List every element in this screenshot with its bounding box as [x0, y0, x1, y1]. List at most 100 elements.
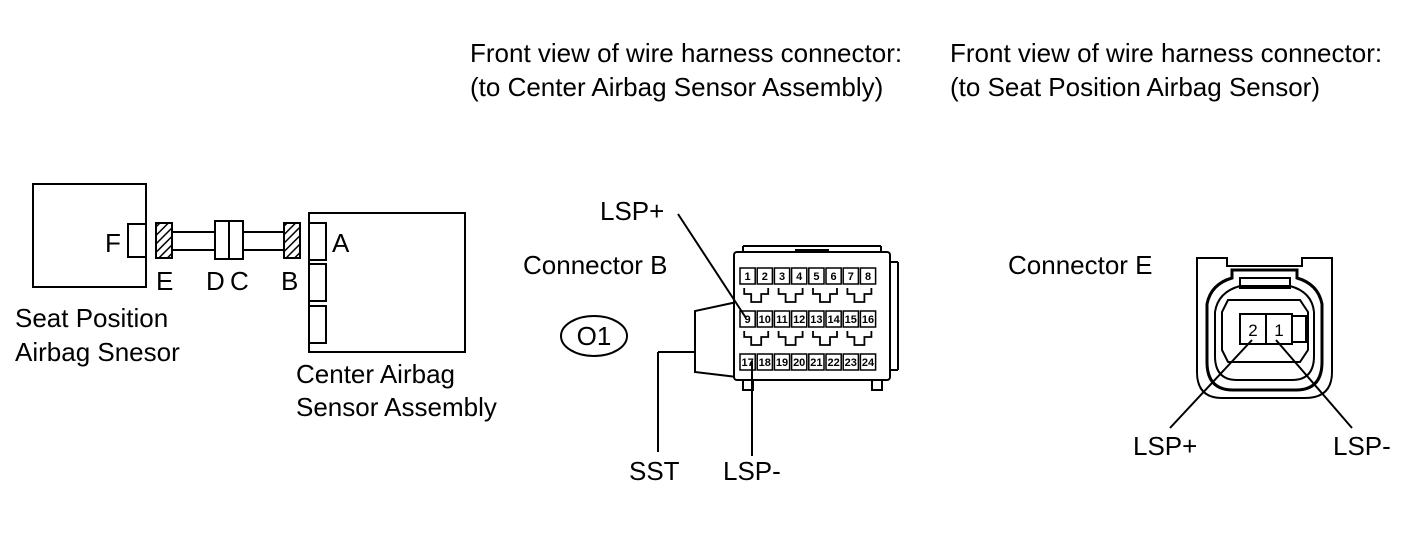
connector-e-title: Connector E [1008, 250, 1153, 280]
o1-badge-label: O1 [577, 321, 612, 351]
connector-e-plug [155, 222, 173, 259]
connector-b-lsp-plus-label: LSP+ [600, 196, 664, 226]
connector-b-pin-cell [842, 353, 860, 371]
center-sensor-terminal-2 [308, 263, 327, 302]
connector-b-pin-label: 6 [831, 271, 837, 283]
connector-e-seal [1205, 268, 1324, 392]
letter-b: B [281, 266, 298, 296]
connector-b-pin-cell [842, 267, 860, 285]
letter-f: F [105, 228, 121, 258]
connector-b-pin-label: 11 [776, 314, 788, 326]
connector-b-pin-label: 14 [827, 314, 840, 326]
connector-b-latches [743, 288, 873, 346]
connector-b-pin-label: 2 [762, 271, 768, 283]
connector-b-pin-cell [773, 310, 791, 328]
connector-b-pin-cell [756, 267, 774, 285]
connector-e-lsp-plus-label: LSP+ [1133, 431, 1197, 461]
connector-a-terminal [308, 222, 327, 261]
connector-b-pin-label: 12 [793, 314, 805, 326]
letter-c: C [230, 266, 249, 296]
connector-b-pin-label: 9 [745, 314, 751, 326]
connector-b-latch [743, 288, 770, 303]
seat-sensor-label-line1: Seat Position [15, 303, 168, 333]
letter-e: E [156, 266, 173, 296]
connector-b-pin-label: 20 [793, 357, 805, 369]
sst-label: SST [629, 456, 680, 486]
center-sensor-label-line2: Sensor Assembly [296, 392, 497, 422]
connector-b-pin-label: 8 [865, 271, 871, 283]
connector-e-face [1221, 299, 1309, 363]
connector-b-pin-cell [825, 310, 842, 328]
center-connector-title-line1: Front view of wire harness connector: [470, 38, 902, 68]
connector-e-lsp-plus-leader [1169, 339, 1253, 429]
connector-b-pin-label: 7 [848, 271, 854, 283]
o1-badge [560, 315, 628, 357]
connector-b-lsp-minus-label: LSP- [723, 456, 781, 486]
connector-e-pin-1-label: 1 [1274, 321, 1283, 340]
connector-e-lsp-minus-label: LSP- [1333, 431, 1391, 461]
connector-b-pin-cell [756, 353, 774, 371]
connector-b-latch [812, 288, 838, 303]
connector-b-pin-cell [790, 310, 808, 328]
connector-b-pin-cell [808, 353, 825, 371]
connector-e-inner [1214, 285, 1315, 381]
connector-b-pin-cell [773, 267, 791, 285]
connector-b-row-2: 9 10 11 12 13 14 15 16 [739, 310, 877, 328]
connector-b-pin-cell [825, 267, 842, 285]
sst-probe [694, 301, 738, 378]
connector-b-pin-cell [859, 353, 877, 371]
connector-d [214, 220, 230, 260]
connector-b-plug [283, 222, 301, 259]
connector-e-pin-1 [1265, 313, 1293, 345]
connector-b-pin-cell [773, 353, 791, 371]
connector-b-pin-cell [842, 310, 860, 328]
connector-b-pin-label: 10 [759, 314, 771, 326]
connector-b-pin-label: 24 [862, 357, 875, 369]
connector-b-pin-cell [790, 353, 808, 371]
connector-b-latch [743, 331, 770, 346]
harness-schematic: F E D C B A Seat Position Airbag Snesor … [15, 183, 497, 422]
connector-b-pin-cell [739, 267, 756, 285]
connector-e-lsp-minus-leader [1275, 339, 1353, 429]
connector-b-pin-label: 13 [810, 314, 822, 326]
connector-b-pin-label: 21 [810, 357, 822, 369]
connector-b-latch [777, 331, 804, 346]
connector-b-pin-cell [859, 267, 877, 285]
connector-b-pin-label: 1 [745, 271, 751, 283]
connector-e-key [1291, 315, 1307, 343]
letter-a: A [332, 228, 350, 258]
connector-b-pin-cell [808, 267, 825, 285]
connector-e-lock [1239, 277, 1291, 289]
center-connector-title-line2: (to Center Airbag Sensor Assembly) [470, 72, 883, 102]
connector-b-pin-label: 4 [796, 271, 803, 283]
connector-b-title: Connector B [523, 250, 668, 280]
connector-b-latch [812, 331, 838, 346]
seat-sensor-label-line2: Airbag Snesor [15, 337, 180, 367]
connector-b-pin-label: 23 [845, 357, 857, 369]
connector-b-pin-label: 18 [759, 357, 771, 369]
connector-b-pin-label: 19 [776, 357, 788, 369]
connector-b-pin-cell [756, 310, 774, 328]
connector-b-latch [846, 288, 873, 303]
connector-b-latch [846, 331, 873, 346]
connector-b-latch [777, 288, 804, 303]
connector-b-pin-cell [808, 310, 825, 328]
connector-b-pin-label: 16 [862, 314, 874, 326]
connector-e-pin-2-label: 2 [1248, 321, 1257, 340]
center-airbag-sensor-box [308, 212, 466, 353]
connector-b-pin-label: 5 [813, 271, 819, 283]
connector-b-pin-cell [859, 310, 877, 328]
connector-b-pin-cell [790, 267, 808, 285]
connector-b-pin-label: 17 [741, 357, 753, 369]
seat-connector-title-line1: Front view of wire harness connector: [950, 38, 1382, 68]
seat-connector-title-line2: (to Seat Position Airbag Sensor) [950, 72, 1320, 102]
connector-c [228, 220, 244, 260]
connector-e-diagram: Connector E 2 1 LSP+ LSP- [1008, 250, 1391, 461]
connector-b-pin-label: 15 [845, 314, 857, 326]
letter-d: D [206, 266, 225, 296]
connector-b-pin-cell [825, 353, 842, 371]
connector-f-terminal [127, 223, 147, 258]
